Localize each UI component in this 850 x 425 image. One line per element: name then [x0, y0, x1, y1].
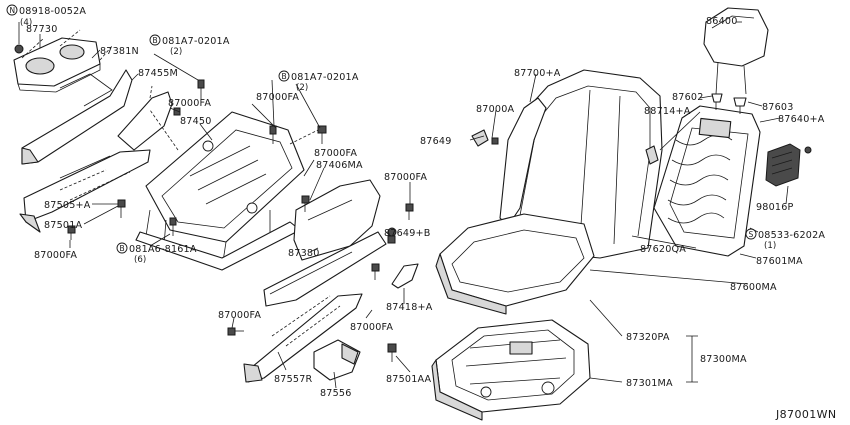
callout-prefix: B	[282, 72, 287, 81]
lower-rail-cover-part	[243, 293, 363, 383]
callout-label: 87301MA	[626, 378, 673, 389]
callout-label: 87649	[420, 136, 452, 147]
screw-icon	[804, 146, 812, 154]
callout-label: 87640+A	[778, 114, 825, 125]
callout-label: 87450	[180, 116, 212, 127]
callout-label: 87000FA	[34, 250, 77, 261]
headrest-part	[703, 7, 769, 95]
callout-label: 87700+A	[514, 68, 561, 79]
side-cover-part	[117, 85, 173, 151]
callout-label: 87380	[288, 248, 320, 259]
seat-pan-part	[431, 319, 591, 421]
callout-label: 87501AA	[386, 374, 432, 385]
side-rail-cover-part	[293, 179, 381, 261]
armrest-upper-part	[21, 45, 133, 165]
callout-label: 87000FA	[314, 148, 357, 159]
callout-qty: (2)	[170, 47, 182, 57]
nut-icon	[14, 44, 24, 54]
callout-label: 87505+A	[44, 200, 91, 211]
callout-qty: (6)	[134, 255, 146, 265]
callout-label: 08918-0052A	[19, 6, 86, 17]
callout-label: 87455M	[138, 68, 178, 79]
callout-label: 081A7-0201A	[291, 72, 359, 83]
callout-label: 87601MA	[756, 256, 803, 267]
callout-label: 87000FA	[256, 92, 299, 103]
callout-label: 87620QA	[640, 244, 686, 255]
seat-frame-part	[135, 109, 319, 271]
callout-prefix-circle	[278, 70, 290, 82]
callout-label: 87602	[672, 92, 704, 103]
lever-knob-part	[391, 263, 419, 289]
callout-label: 87000FA	[350, 322, 393, 333]
callout-prefix-circle	[6, 4, 18, 16]
callout-label: 88714+A	[644, 106, 691, 117]
control-unit-part	[765, 143, 801, 187]
callout-prefix-circle	[116, 242, 128, 254]
callout-labels: N 08918-0052A (4) 87730 87381N 87455M B …	[6, 4, 837, 421]
callout-label: 87000FA	[168, 98, 211, 109]
callout-label: 87557R	[274, 374, 313, 385]
armrest-lower-part	[19, 149, 151, 233]
callout-prefix: B	[153, 36, 158, 45]
rail-cover-long-part	[263, 231, 387, 307]
callout-qty: (2)	[296, 83, 308, 93]
callout-prefix-circle	[745, 228, 757, 240]
callout-label: 87000FA	[218, 310, 261, 321]
callout-label: 87418+A	[386, 302, 433, 313]
back-frame-part	[653, 100, 761, 257]
callout-qty: (1)	[764, 241, 776, 251]
callout-label: 87320PA	[626, 332, 670, 343]
bolt-icons	[67, 79, 414, 362]
callout-label: 081A7-0201A	[162, 36, 230, 47]
callout-label: 87556	[320, 388, 352, 399]
callout-prefix: N	[10, 6, 16, 15]
headrest-holder-icons	[711, 93, 747, 107]
callout-label: 87000FA	[384, 172, 427, 183]
callout-label: 87406MA	[316, 160, 363, 171]
callout-label: 87300MA	[700, 354, 747, 365]
cup-holder-tray-part	[13, 29, 101, 93]
callout-label: 87730	[26, 24, 58, 35]
callout-label: 87000A	[476, 104, 515, 115]
leader-lines	[18, 21, 789, 389]
callout-qty: (4)	[20, 18, 32, 28]
bracket-part	[313, 339, 361, 381]
callout-prefix: S	[749, 230, 754, 239]
callout-label: 87600MA	[730, 282, 777, 293]
callout-label: 87501A	[44, 220, 83, 231]
callout-label: 87381N	[100, 46, 139, 57]
callout-label: 081A6-8161A	[129, 244, 197, 255]
callout-prefix-circle	[149, 34, 161, 46]
seat-cushion-part	[435, 213, 595, 315]
callout-label: 08533-6202A	[758, 230, 825, 241]
drawing-code: J87001WN	[775, 408, 837, 421]
callout-prefix: B	[120, 244, 125, 253]
callout-label: 98016P	[756, 202, 794, 213]
callout-label: 87649+B	[384, 228, 431, 239]
callout-label: 87603	[762, 102, 794, 113]
callout-label: 86400	[706, 16, 738, 27]
clip-icons	[387, 129, 659, 237]
